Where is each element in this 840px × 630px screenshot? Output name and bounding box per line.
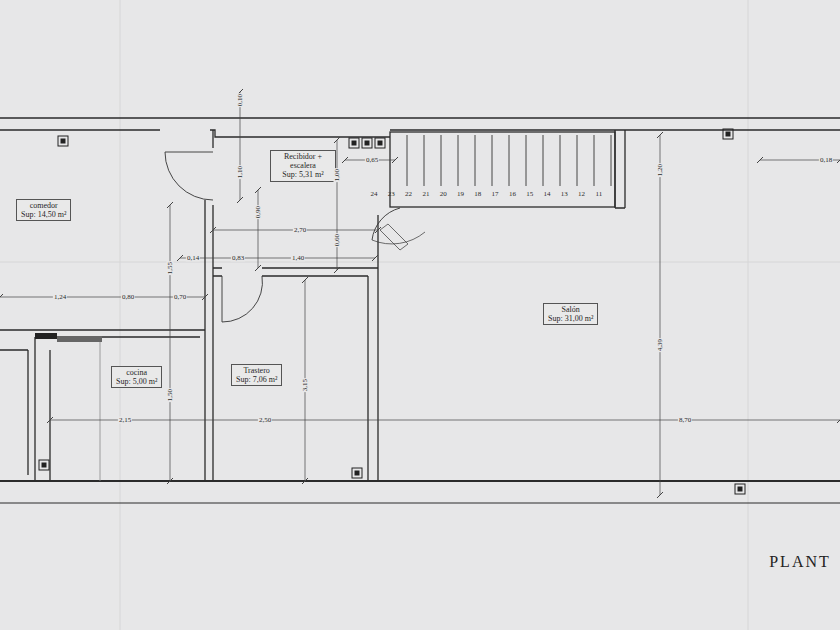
counter [35, 333, 57, 339]
step-number: 17 [491, 191, 500, 198]
step-number: 21 [421, 191, 430, 198]
dimension-label: 1,50 [167, 388, 174, 402]
dimension-label: 4,39 [657, 338, 664, 352]
dimension-lines [0, 89, 840, 498]
step-number: 20 [439, 191, 448, 198]
dimension-tick [334, 267, 340, 273]
room-area: Sup: 7,06 m² [236, 375, 277, 384]
step-number: 11 [595, 191, 604, 198]
room-name: Trastero [236, 366, 277, 375]
room-label: comedorSup: 14,50 m² [16, 199, 71, 221]
room-label: cocinaSup: 5,00 m² [111, 366, 162, 388]
dimension-line [258, 190, 259, 268]
door-swing [165, 152, 262, 322]
dimension-line [170, 205, 171, 481]
dimension-tick [167, 478, 173, 484]
dimension-label: 0,90 [255, 205, 262, 219]
dimension-tick [47, 417, 53, 423]
dimension-tick [757, 157, 763, 163]
step-number: 23 [387, 191, 396, 198]
dimension-tick [202, 294, 208, 300]
step-number: 24 [370, 191, 379, 198]
dimension-tick [342, 157, 348, 163]
dimension-label: 1,00 [334, 168, 341, 182]
dimension-tick [302, 277, 308, 283]
dimension-tick [657, 132, 663, 138]
dimension-label: 1,10 [237, 165, 244, 179]
dimension-tick [657, 492, 663, 498]
step-number: 13 [560, 191, 569, 198]
room-name: Salón [548, 305, 593, 314]
dimension-label: 0,83 [231, 255, 245, 262]
room-name: cocina [116, 368, 157, 377]
step-number: 14 [543, 191, 552, 198]
room-area: Sup: 31,00 m² [548, 314, 593, 323]
dimension-label: 0,80 [121, 294, 135, 301]
dimension-label: 1,24 [53, 294, 67, 301]
room-label: Recibidor + escaleraSup: 5,31 m² [270, 150, 336, 182]
dimension-line [50, 420, 840, 421]
counter [57, 336, 102, 342]
dimension-label: 0,14 [186, 255, 200, 262]
dimension-line [660, 135, 661, 495]
dimension-label: 0,70 [173, 294, 187, 301]
room-area: Sup: 14,50 m² [21, 210, 66, 219]
dimension-tick [837, 157, 840, 163]
step-number: 22 [404, 191, 413, 198]
dimension-tick [334, 137, 340, 143]
dimension-tick [177, 255, 183, 261]
dimension-label: 0,18 [819, 157, 833, 164]
dimension-label: 1,40 [291, 255, 305, 262]
room-label: TrasteroSup: 7,06 m² [231, 364, 282, 386]
dimension-tick [210, 227, 216, 233]
dimension-line [240, 92, 241, 200]
room-area: Sup: 5,00 m² [116, 377, 157, 386]
dimension-label: 2,50 [258, 417, 272, 424]
dimension-label: 3,15 [302, 378, 309, 392]
step-number: 15 [525, 191, 534, 198]
room-area: Sup: 5,31 m² [275, 170, 331, 179]
dimension-tick [255, 187, 261, 193]
dimension-label: 8,70 [678, 417, 692, 424]
room-label: SalónSup: 31,00 m² [543, 303, 598, 325]
dimension-label: 2,15 [118, 417, 132, 424]
dimension-tick [237, 197, 243, 203]
dimension-label: 2,70 [293, 227, 307, 234]
stair-treads [372, 135, 611, 250]
walls [0, 118, 840, 503]
dimension-tick [372, 255, 378, 261]
dimension-label: 0,10 [237, 93, 244, 107]
step-number: 12 [577, 191, 586, 198]
dimension-tick [0, 294, 3, 300]
dimension-tick [375, 227, 381, 233]
dimension-label: 0,65 [365, 157, 379, 164]
room-name: Recibidor + escalera [275, 152, 331, 170]
dimension-line [337, 140, 338, 270]
dimension-line [180, 258, 375, 259]
dimension-label: 1,20 [657, 163, 664, 177]
step-number: 19 [456, 191, 465, 198]
dimension-tick [837, 417, 840, 423]
step-number: 18 [473, 191, 482, 198]
dimension-tick [392, 157, 398, 163]
dimension-label: 0,60 [334, 233, 341, 247]
dimension-tick [167, 202, 173, 208]
step-number: 16 [508, 191, 517, 198]
dimension-tick [302, 478, 308, 484]
pillars [39, 129, 745, 494]
sheet-title: PLANT [768, 554, 832, 570]
room-name: comedor [21, 201, 66, 210]
dimension-tick [255, 265, 261, 271]
dimension-label: 1,55 [167, 261, 174, 275]
